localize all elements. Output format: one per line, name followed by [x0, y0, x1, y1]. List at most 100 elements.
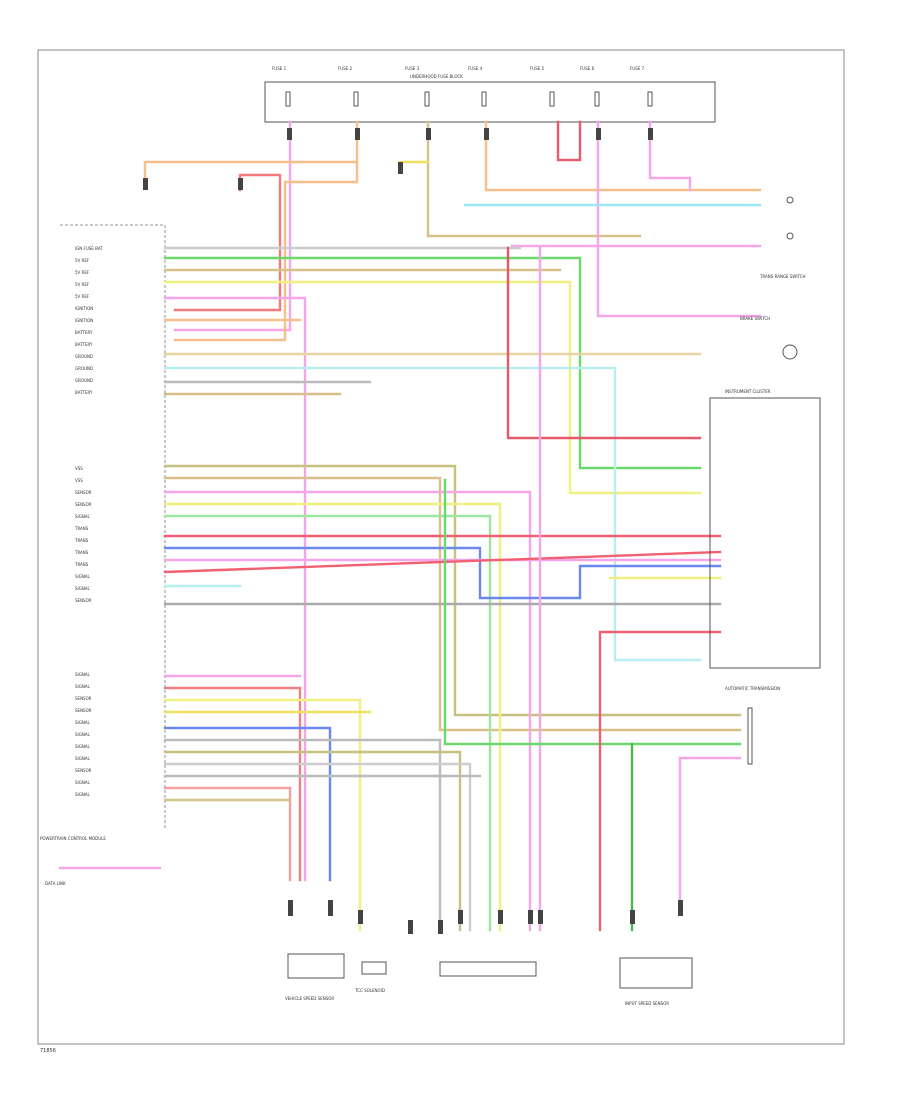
- pin-label: IGNITION: [75, 318, 93, 323]
- wire-yellow-502: [163, 502, 502, 932]
- pin-label: SIGNAL: [75, 792, 91, 797]
- pin-label: 5V REF: [75, 258, 90, 263]
- pcm-label: POWERTRAIN CONTROL MODULE: [40, 836, 106, 841]
- footer-id: 71856: [40, 1048, 56, 1054]
- pin-label: SIGNAL: [75, 514, 91, 519]
- pin-label: SIGNAL: [75, 744, 91, 749]
- fuse-block-fuse-labels: FUSE 1 FUSE 2 FUSE 3 FUSE 4 FUSE 5 FUSE …: [272, 66, 645, 71]
- wire-gray-764: [163, 762, 472, 932]
- instrument-cluster-label: INSTRUMENT CLUSTER: [725, 389, 771, 394]
- pin-label: TRANS: [74, 550, 89, 555]
- pin-label: SENSOR: [75, 708, 92, 713]
- trans-pressure-switch: [439, 961, 537, 977]
- fuse-label: FUSE 6: [580, 66, 595, 71]
- wire-olive-752: [163, 750, 462, 932]
- wire-pink-788: [163, 786, 292, 882]
- fuse-label: FUSE 7: [630, 66, 645, 71]
- pin-label: VSS: [75, 466, 83, 471]
- fuse-label: FUSE 2: [338, 66, 353, 71]
- wire-pink-right: [678, 756, 742, 902]
- wires: [58, 120, 762, 932]
- wire-pink-490: [163, 490, 532, 932]
- pin-label: GROUND: [75, 354, 93, 359]
- fuse-block-label: UNDERHOOD FUSE BLOCK: [410, 74, 463, 79]
- pin-label: GROUND: [75, 366, 93, 371]
- connector-pins: [143, 128, 683, 934]
- wire-green-516: [163, 514, 492, 932]
- pcm-lower-pins: SIGNAL SIGNAL SENSOR SENSOR SIGNAL SIGNA…: [75, 672, 92, 797]
- pin-label: SIGNAL: [75, 732, 91, 737]
- vehicle-speed-sensor: VEHICLE SPEED SENSOR: [285, 953, 345, 1001]
- pin-label: SENSOR: [75, 490, 92, 495]
- pin-label: SENSOR: [75, 598, 92, 603]
- fuse-label: FUSE 5: [530, 66, 545, 71]
- diagram-border: [37, 49, 845, 1045]
- wire-yellow-282: [163, 280, 702, 495]
- wire-pink-fuse6: [596, 120, 762, 318]
- pin-label: BATTERY: [75, 330, 93, 335]
- wire-tan-fuse3: [426, 120, 642, 238]
- brake-switch: BRAKE SWITCH: [740, 316, 798, 360]
- wire-pink-fuse1: [173, 120, 292, 332]
- fuse-label: FUSE 3: [405, 66, 420, 71]
- pin-label: GROUND: [75, 378, 93, 383]
- pin-label: TRANS: [74, 526, 89, 531]
- pin-label: SIGNAL: [75, 684, 91, 689]
- automatic-transmission-label: AUTOMATIC TRANSMISSION: [725, 686, 780, 691]
- pcm-middle-pins: VSS VSS SENSOR SENSOR SIGNAL TRANS TRANS…: [74, 466, 92, 603]
- input-speed-sensor-label: INPUT SPEED SENSOR: [625, 1001, 669, 1006]
- pin-label: SIGNAL: [75, 586, 91, 591]
- wire-orange-top: [143, 160, 359, 180]
- pin-label: 5V REF: [75, 294, 90, 299]
- wire-pink-fuse7: [648, 120, 692, 192]
- wire-green-258: [163, 256, 702, 470]
- fuse-label: FUSE 1: [272, 66, 287, 71]
- instrument-cluster: INSTRUMENT CLUSTER: [709, 389, 821, 669]
- automatic-transmission: AUTOMATIC TRANSMISSION: [725, 686, 780, 765]
- wire-red-fuse5: [556, 120, 582, 162]
- pin-label: SENSOR: [75, 768, 92, 773]
- pin-label: IGN FUSE BAT: [75, 246, 103, 251]
- wire-orange-fuse4: [484, 120, 762, 192]
- wire-blue-728: [163, 726, 332, 882]
- pin-label: VSS: [75, 478, 83, 483]
- pin-label: IGNITION: [75, 306, 93, 311]
- pin-label: BATTERY: [75, 390, 93, 395]
- wire-yellow-fuse3: [398, 160, 430, 174]
- pin-label: BATTERY: [75, 342, 93, 347]
- pin-label: SIGNAL: [75, 574, 91, 579]
- trans-range-switch-label: TRANS RANGE SWITCH: [759, 274, 806, 279]
- pin-label: SIGNAL: [75, 756, 91, 761]
- input-speed-sensor: INPUT SPEED SENSOR: [619, 957, 693, 1006]
- pin-label: TRANS: [74, 562, 89, 567]
- wire-blue-548: [163, 546, 722, 600]
- fuse-label: FUSE 4: [468, 66, 483, 71]
- wire-gray-740: [163, 738, 442, 932]
- wire-red-tcc: [598, 630, 722, 932]
- pin-label: SIGNAL: [75, 672, 91, 677]
- wire-red-688: [163, 686, 302, 882]
- pcm-block: POWERTRAIN CONTROL MODULE: [40, 224, 166, 841]
- trans-range-switch: TRANS RANGE SWITCH: [759, 196, 806, 279]
- wire-olive-466: [163, 464, 742, 717]
- data-link-label: DATA LINK: [45, 881, 66, 886]
- wire-red-fuse: [173, 173, 282, 312]
- wire-red-572: [163, 550, 722, 574]
- wire-green-vert: [443, 478, 742, 746]
- tcc-solenoid-label: TCC SOLENOID: [354, 988, 385, 993]
- wire-cyan-366: [163, 366, 702, 662]
- brake-switch-label: BRAKE SWITCH: [740, 316, 770, 321]
- pin-label: SIGNAL: [75, 780, 91, 785]
- pin-label: TRANS: [74, 538, 89, 543]
- wire-yellow-700: [163, 698, 362, 932]
- vss-label: VEHICLE SPEED SENSOR: [285, 996, 334, 1001]
- wire-orange-fuse2: [173, 120, 359, 342]
- wire-pink-298: [163, 296, 307, 882]
- tcc-solenoid: TCC SOLENOID: [354, 961, 387, 993]
- data-link: DATA LINK: [45, 881, 66, 886]
- pin-label: SENSOR: [75, 502, 92, 507]
- pin-label: 5V REF: [75, 282, 90, 287]
- pin-label: SENSOR: [75, 696, 92, 701]
- fuse-symbols: [285, 91, 653, 107]
